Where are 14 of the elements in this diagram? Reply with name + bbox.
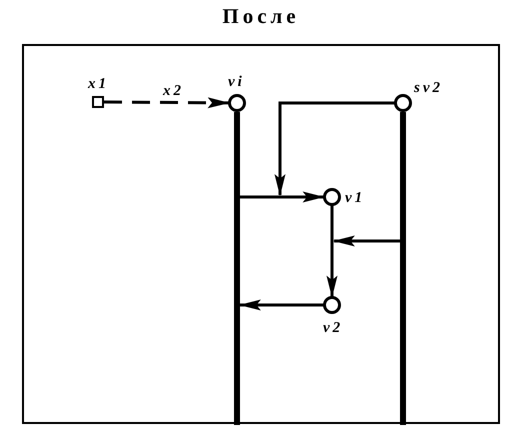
arrow [238,300,324,310]
node-label: vi [228,74,245,90]
title: После [221,4,301,29]
arrow [326,206,338,298]
arrow [332,236,400,246]
thick-bar [400,112,406,425]
node-label: x1 [88,76,109,92]
arrow [104,97,230,108]
arrow [240,192,325,202]
node-label: v2 [323,320,344,336]
arrow [274,102,394,196]
node-label: v1 [345,190,366,206]
node-label: sv2 [414,80,443,96]
thick-bar [234,112,240,425]
